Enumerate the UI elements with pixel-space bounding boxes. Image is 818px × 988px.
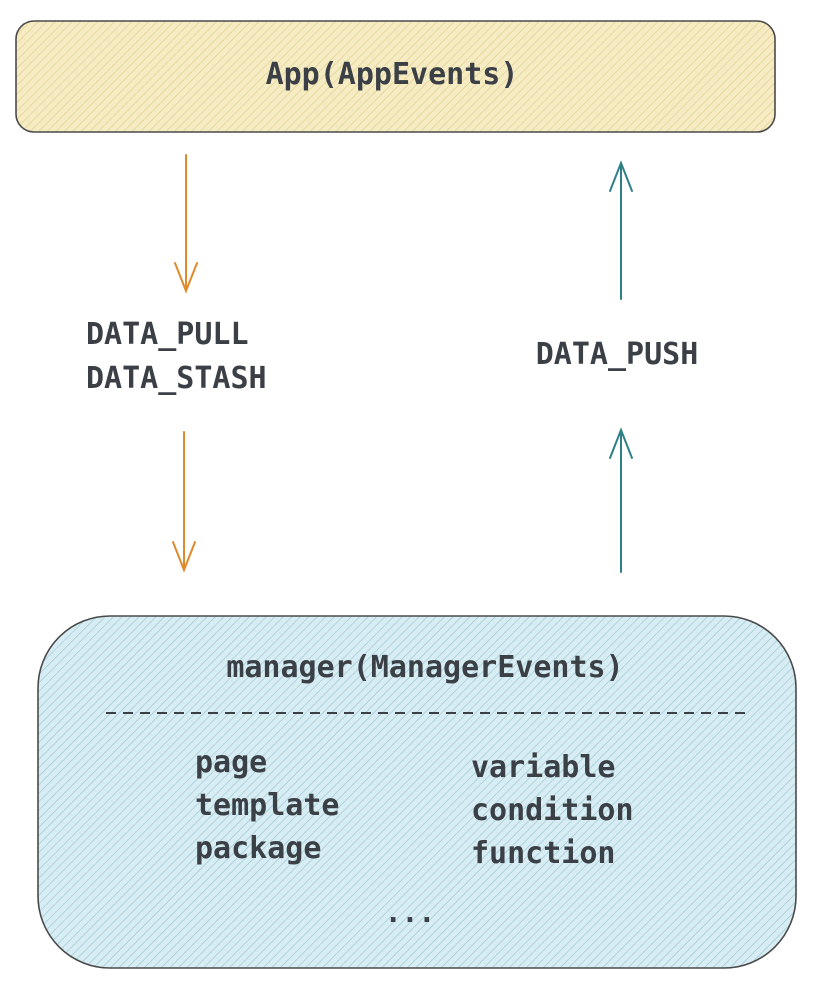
manager-box-shape: [37, 615, 797, 969]
down-flow: DATA_PULL DATA_STASH: [86, 154, 267, 573]
down-arrow-lower: [172, 431, 196, 573]
manager-box: manager(ManagerEvents) page template pac…: [37, 615, 797, 969]
up-flow: DATA_PUSH: [536, 160, 699, 573]
down-arrow-upper: [174, 154, 198, 294]
up-arrow-lower: [609, 427, 633, 573]
up-flow-label: DATA_PUSH: [536, 337, 699, 372]
manager-item-package: package: [195, 831, 321, 866]
app-box: App(AppEvents): [15, 20, 776, 133]
manager-item-template: template: [195, 788, 340, 823]
manager-ellipsis: ...: [385, 896, 436, 929]
down-flow-label-2: DATA_STASH: [86, 361, 267, 396]
app-box-shape: [15, 20, 776, 133]
manager-item-function: function: [471, 836, 616, 871]
manager-item-page: page: [195, 745, 267, 780]
manager-item-condition: condition: [471, 793, 634, 828]
manager-box-label: manager(ManagerEvents): [226, 650, 623, 685]
app-box-label: App(AppEvents): [266, 57, 519, 92]
down-flow-label-1: DATA_PULL: [86, 317, 249, 352]
up-arrow-upper: [609, 160, 633, 300]
manager-item-variable: variable: [471, 750, 616, 785]
